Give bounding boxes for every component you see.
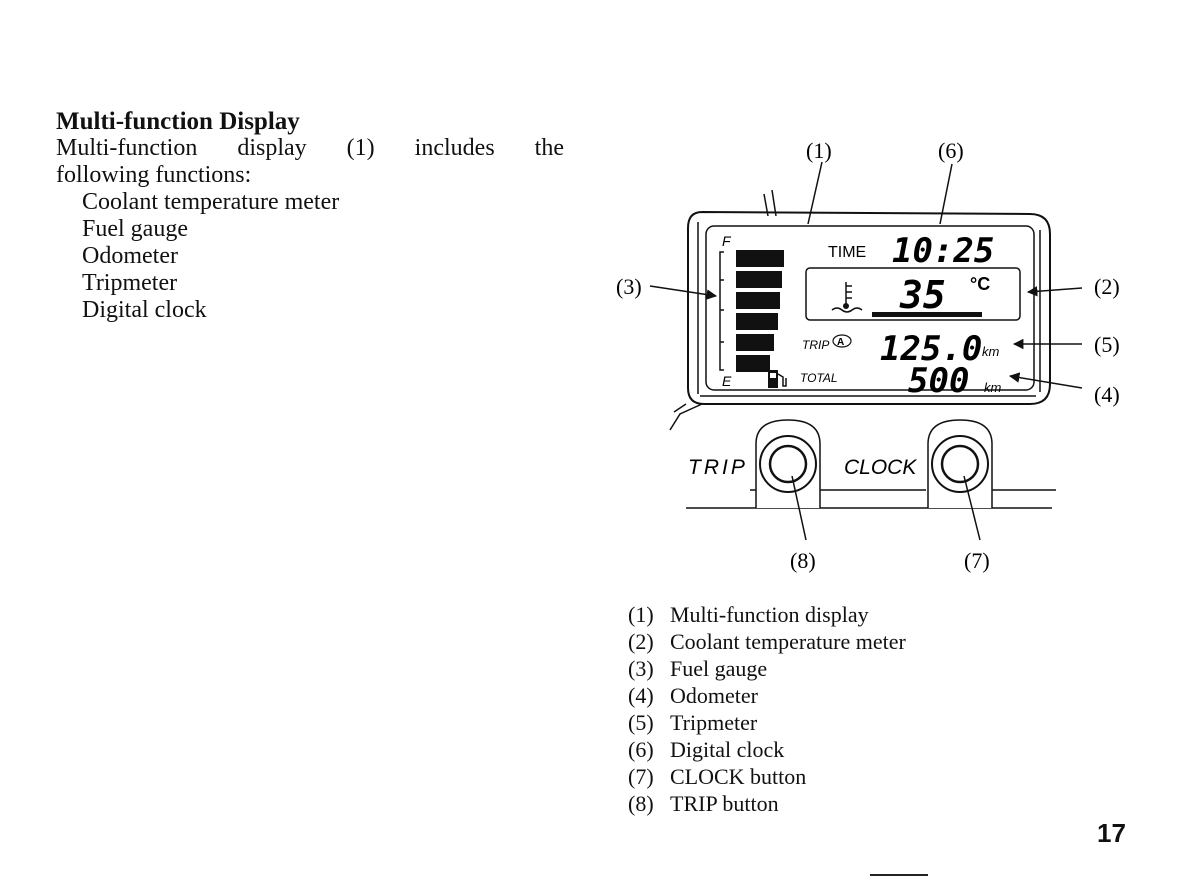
fuel-pump-icon	[768, 370, 787, 388]
total-label: TOTAL	[800, 371, 838, 385]
clock-button-label: CLOCK	[844, 456, 917, 479]
callout-5: (5)	[1094, 332, 1120, 357]
lcd-screen	[705, 225, 1035, 391]
legend-item: (4) Odometer	[628, 682, 906, 709]
leader-4	[1008, 372, 1083, 389]
intro-line-2: following functions:	[56, 162, 252, 188]
trip-mode: A	[837, 337, 844, 348]
trip-mode-badge	[832, 334, 852, 348]
fuel-bar	[736, 271, 782, 288]
legend-item: (3) Fuel gauge	[628, 655, 906, 682]
function-item: Digital clock	[82, 297, 207, 323]
legend-number: (4)	[628, 683, 654, 708]
time-label: TIME	[828, 244, 866, 261]
legend-item: (1) Multi-function display	[628, 601, 906, 628]
clock-button[interactable]	[927, 419, 993, 508]
legend-item: (2) Coolant temperature meter	[628, 628, 906, 655]
total-unit: km	[984, 380, 1002, 395]
legend-number: (1)	[628, 602, 654, 627]
leader-1	[807, 161, 823, 225]
legend-item: (7) CLOCK button	[628, 763, 906, 790]
legend-number: (7)	[628, 764, 654, 789]
total-value: 500	[908, 361, 969, 401]
fuel-bar	[736, 250, 784, 267]
leader-8	[791, 475, 807, 541]
instrument-diagram: F E TIME 10:25 35 °C TRIP A 125.0 km TOT…	[616, 138, 1120, 573]
legend-text: Fuel gauge	[670, 656, 768, 681]
callout-3: (3)	[616, 274, 642, 299]
legend-number: (6)	[628, 737, 654, 762]
trip-button-label: TRIP	[688, 456, 748, 479]
fuel-gauge: F E	[719, 233, 787, 389]
callout-2: (2)	[1094, 274, 1120, 299]
fuel-full-label: F	[722, 233, 732, 249]
fuel-bar	[736, 334, 774, 351]
legend-item: (8) TRIP button	[628, 790, 906, 817]
coolant-window	[805, 267, 1021, 321]
legend-text: Coolant temperature meter	[670, 629, 906, 654]
legend-number: (3)	[628, 656, 654, 681]
fuel-empty-label: E	[722, 373, 732, 389]
coolant-value: 35	[899, 273, 946, 317]
fuel-bar	[736, 292, 780, 309]
function-item: Tripmeter	[82, 270, 178, 296]
legend-text: Tripmeter	[670, 710, 758, 735]
function-item: Fuel gauge	[82, 216, 188, 242]
legend-item: (6) Digital clock	[628, 736, 906, 763]
trip-unit: km	[982, 344, 1000, 359]
callout-legend: (1) Multi-function display (2) Coolant tem…	[628, 601, 906, 817]
page-number: 17	[1097, 818, 1126, 848]
legend-text: Digital clock	[670, 737, 785, 762]
coolant-bar	[872, 312, 982, 317]
legend-number: (8)	[628, 791, 654, 816]
leader-7	[963, 475, 981, 541]
section-text: Multi-function Display Multi-function di…	[56, 108, 564, 324]
legend-text: Odometer	[670, 683, 758, 708]
legend-item: (5) Tripmeter	[628, 709, 906, 736]
function-item: Coolant temperature meter	[82, 189, 340, 215]
legend-text: TRIP button	[670, 791, 779, 816]
trip-button[interactable]	[755, 419, 821, 508]
panel-body	[669, 403, 703, 431]
leader-2	[1026, 286, 1083, 297]
function-list: Coolant temperature meter Fuel gauge Odo…	[56, 189, 564, 324]
legend-number: (5)	[628, 710, 654, 735]
leader-3	[649, 285, 718, 300]
section-title: Multi-function Display	[56, 108, 300, 135]
fuel-bar	[736, 313, 778, 330]
trip-label: TRIP	[802, 338, 829, 352]
legend-text: Multi-function display	[670, 602, 869, 627]
display-frame	[697, 222, 1041, 397]
fuel-bar	[736, 355, 770, 372]
callout-7: (7)	[964, 548, 990, 573]
leader-6	[939, 163, 953, 225]
legend-text: CLOCK button	[670, 764, 807, 789]
display-housing	[687, 210, 1051, 405]
footer-rule	[870, 874, 928, 876]
trip-value: 125.0	[880, 329, 982, 369]
panel-edge	[686, 489, 1056, 509]
legend-number: (2)	[628, 629, 654, 654]
callout-8: (8)	[790, 548, 816, 573]
coolant-icon	[831, 282, 863, 313]
coolant-unit: °C	[970, 274, 990, 294]
callout-1: (1)	[806, 138, 832, 163]
callout-4: (4)	[1094, 382, 1120, 407]
time-value: 10:25	[892, 231, 994, 271]
function-item: Odometer	[82, 243, 178, 269]
housing-clip	[763, 189, 777, 217]
callout-6: (6)	[938, 138, 964, 163]
intro-line-1: Multi-function display (1) includes the	[56, 135, 564, 161]
